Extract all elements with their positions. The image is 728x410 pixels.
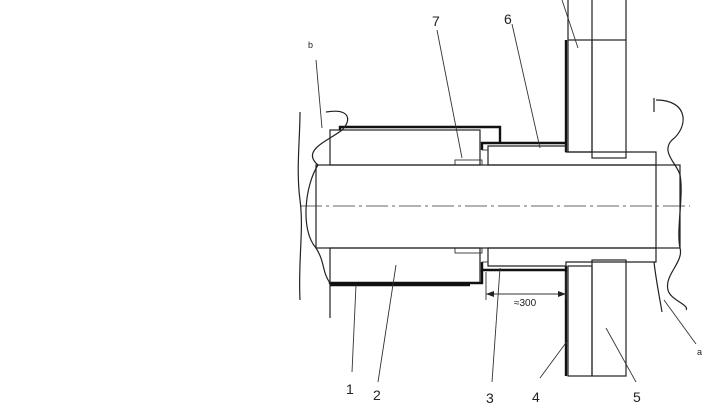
- wall-structure-lower: [591, 259, 627, 377]
- break-line-right: [655, 99, 688, 311]
- callout-4: 4: [532, 389, 540, 405]
- dimension-300: ≈300: [514, 298, 537, 309]
- callout-1: 1: [346, 381, 354, 397]
- callout-3: 3: [486, 390, 494, 406]
- callout-5: 5: [633, 389, 641, 405]
- pipe: [315, 164, 681, 249]
- callout-6: 6: [504, 11, 512, 27]
- callout-7: 7: [432, 13, 440, 29]
- sleeve-insulation-upper: [487, 145, 657, 166]
- wall-insulation-lower: [567, 265, 593, 377]
- wall-insulation-upper: [567, 39, 593, 153]
- wall-structure: [591, 39, 627, 159]
- callout-a: a: [697, 347, 702, 357]
- break-line-left: [305, 110, 349, 318]
- callout-2: 2: [373, 387, 381, 403]
- sleeve-insulation-lower: [487, 247, 657, 267]
- callout-b: b: [308, 40, 313, 50]
